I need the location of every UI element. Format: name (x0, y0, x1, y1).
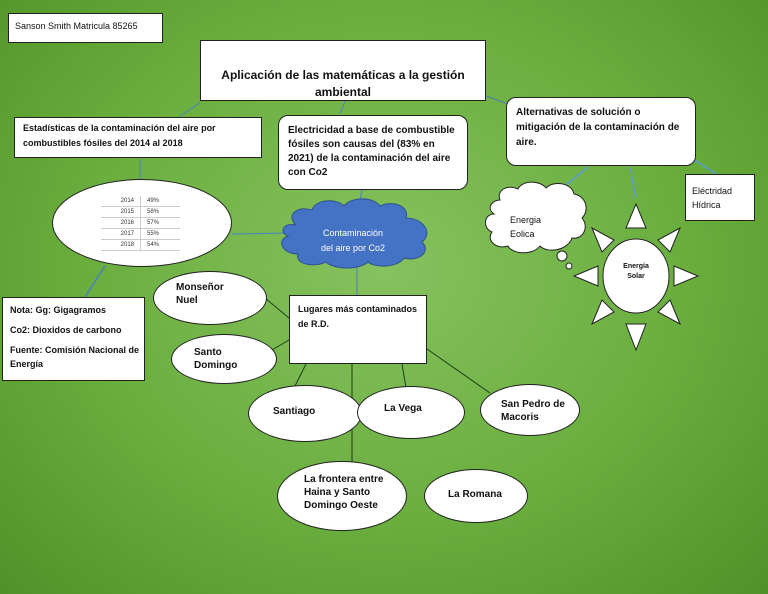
notes-box: Nota: Gg: Gigagramos Co2: Dioxidos de ca… (2, 297, 145, 381)
alternatives-box: Alternativas de solución o mitigación de… (506, 97, 696, 166)
wind-energy-label: Energia Eolica (510, 215, 542, 239)
table-cell-year: 2017 (101, 228, 141, 240)
table-cell-value: 58% (140, 206, 180, 218)
sun-ray-left (572, 265, 599, 287)
connector-title-alt (485, 95, 509, 105)
connector-alt-hidro (694, 159, 717, 175)
table-cell-value: 54% (140, 239, 180, 251)
center-topic-line2: del aire por Co2 (320, 243, 386, 253)
table-cell-year: 2018 (101, 239, 141, 251)
wind-cloud-bubble-small (565, 262, 573, 270)
place-label-frontera: La frontera entre Haina y Santo Domingo … (304, 474, 384, 511)
place-oval-monsenor: Monseñor Nuel (153, 271, 267, 325)
place-label-la-romana: La Romana (448, 489, 502, 500)
note-gigagramos: Nota: Gg: Gigagramos (10, 305, 107, 315)
connector-oval-nota (84, 265, 106, 298)
connector-lugares-sanpedro (426, 348, 491, 394)
center-topic-line1: Contaminación (322, 228, 384, 238)
place-oval-la-vega: La Vega (357, 386, 465, 439)
connector-title-stats (179, 102, 201, 117)
stats-title-box: Estadísticas de la contaminación del air… (14, 117, 262, 158)
stats-title-line1: Estadísticas de la contaminación del air… (23, 123, 216, 133)
solar-energy-line1: Energía (623, 263, 649, 270)
sun-ray-bottom (625, 323, 647, 352)
electricity-box: Electricidad a base de combustible fósil… (278, 115, 468, 190)
connector-title-elec (339, 100, 346, 115)
connector-lugares-sd (271, 339, 290, 351)
place-label-san-pedro: San Pedro de Macoris (501, 399, 565, 423)
sun-ray-top (625, 202, 647, 229)
center-topic-label: Contaminación del aire por Co2 (298, 226, 408, 256)
connector-lugares-santiago (294, 363, 307, 387)
table-cell-year: 2016 (101, 217, 141, 229)
table-cell-value: 57% (140, 217, 180, 229)
hydro-energy-box: Eléctridad Hídrica (685, 174, 755, 221)
note-co2: Co2: Dioxidos de carbono (10, 325, 122, 335)
place-oval-la-romana: La Romana (424, 469, 528, 523)
place-oval-santo-domingo: Santo Domingo (171, 334, 277, 384)
wind-cloud-bubble-large (556, 250, 568, 262)
place-oval-santiago: Santiago (248, 385, 362, 442)
connector-alt-solar (629, 166, 637, 199)
sun-ray-right (673, 265, 700, 287)
places-title-box: Lugares más contaminados de R.D. (289, 295, 427, 364)
connector-oval-cloud (231, 232, 288, 235)
note-source: Fuente: Comisión Nacional de Energía (10, 345, 140, 369)
sun-ray-bottom-right (657, 299, 682, 326)
wind-cloud-shape (485, 181, 587, 254)
connector-lugares-vega (401, 363, 407, 389)
place-label-monsenor: Monseñor Nuel (176, 282, 224, 306)
sun-ray-bottom-left (590, 299, 615, 326)
sun-ray-top-right (657, 226, 682, 253)
cloud-shape (281, 198, 428, 269)
table-cell-year: 2015 (101, 206, 141, 218)
author-label: Sanson Smith Matricula 85265 (8, 13, 163, 43)
place-label-la-vega: La Vega (384, 403, 422, 414)
place-label-santo-domingo: Santo Domingo (194, 347, 238, 371)
place-oval-frontera: La frontera entre Haina y Santo Domingo … (277, 461, 407, 531)
solar-energy-line2: Solar (627, 273, 645, 280)
place-oval-san-pedro: San Pedro de Macoris (480, 384, 580, 436)
sun-ray-top-left (590, 226, 615, 253)
table-cell-value: 49% (140, 196, 180, 207)
stats-title-line2: combustibles fósiles del 2014 al 2018 (23, 138, 183, 148)
page-title: Aplicación de las matemáticas a la gesti… (200, 40, 486, 101)
sun-center (602, 238, 670, 314)
connector-lugares-monsenor (264, 297, 290, 319)
table-cell-value: 55% (140, 228, 180, 240)
sun-rays (572, 202, 700, 352)
table-cell-year: 2014 (101, 196, 141, 207)
solar-energy-label: Energía Solar (605, 262, 667, 282)
place-label-santiago: Santiago (273, 406, 316, 417)
